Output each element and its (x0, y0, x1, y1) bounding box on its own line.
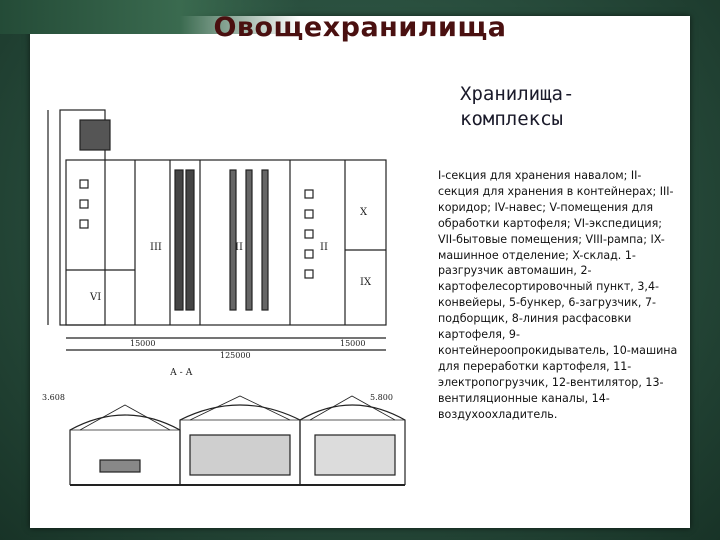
plan-outline (65, 159, 387, 326)
technical-drawing-svg: II II III X IX VI 15000 125000 15000 А -… (42, 109, 406, 486)
dim-height-a: 3.608 (42, 393, 65, 402)
dim-15000-b: 15000 (340, 339, 365, 348)
slide-title: Овощехранилища (213, 12, 507, 43)
plan-left-wing (59, 109, 106, 326)
plan-label-ix: IX (360, 277, 372, 288)
plan-label-vi: VI (89, 292, 101, 303)
dim-125000: 125000 (220, 351, 251, 360)
corner-decoration (0, 0, 300, 34)
slide-description: I-секция для хранения навалом; II-секция… (438, 169, 678, 421)
section-label: А - А (170, 368, 193, 378)
slide-subtitle: Хранилища-комплексы (460, 83, 575, 130)
dim-15000-a: 15000 (130, 339, 155, 348)
plan-label-ii-b: II (320, 242, 328, 253)
plan-label-iii: III (150, 242, 162, 253)
dim-height-b: 5.800 (370, 393, 393, 402)
plan-label-x: X (360, 207, 368, 218)
storage-complex-drawing: II II III X IX VI 15000 125000 15000 А -… (40, 100, 432, 505)
plan-label-ii: II (235, 242, 243, 253)
